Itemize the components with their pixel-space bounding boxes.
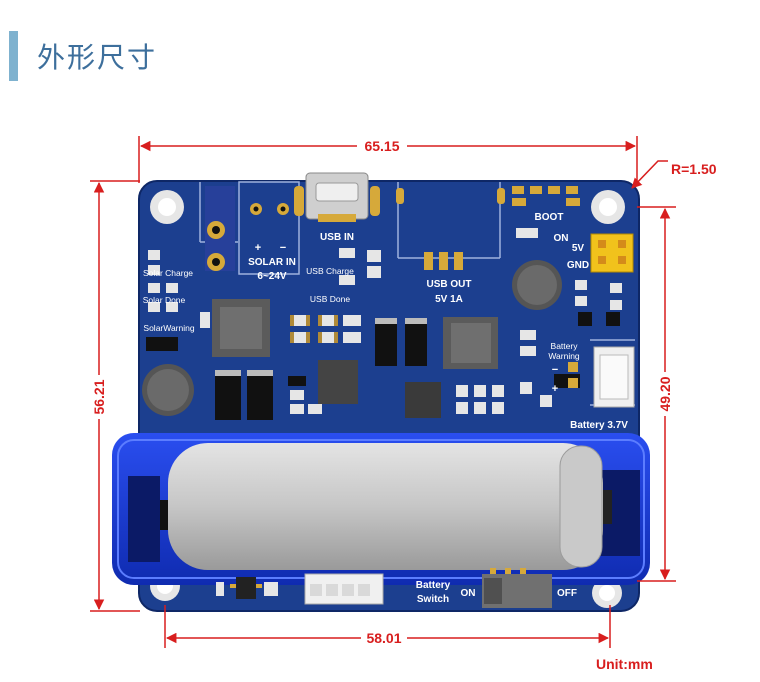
label-solar-charge: Solar Charge <box>143 268 193 278</box>
diodes <box>146 318 427 420</box>
label-plus: + <box>552 383 558 395</box>
label-5v: 5V <box>572 243 585 254</box>
smd-ends <box>290 315 338 343</box>
dim-bottom-bg <box>361 630 407 646</box>
label-boot: BOOT <box>535 212 564 223</box>
label-usb-in: USB IN <box>320 232 354 243</box>
label-battery-warning-2: Warning <box>548 351 580 361</box>
label-solar-minus: − <box>280 242 286 254</box>
usb-in-connector <box>305 172 369 222</box>
usb-in-pads <box>294 186 505 216</box>
mounting-hole-top-left <box>150 190 184 224</box>
inductor-left <box>212 299 270 357</box>
dim-left-height: 56.21 <box>91 379 107 414</box>
dim-left-bg <box>91 375 107 419</box>
capacitor-top <box>512 260 562 310</box>
label-on: ON <box>554 233 569 244</box>
dim-bottom-width: 58.01 <box>366 630 401 646</box>
small-ics <box>288 312 620 388</box>
mounting-hole-bottom-right <box>592 578 622 608</box>
label-gnd: GND <box>567 260 589 271</box>
bottom-components <box>216 573 384 605</box>
label-solar-plus: + <box>255 242 261 254</box>
power-header <box>590 233 634 273</box>
label-usb-done: USB Done <box>310 294 350 304</box>
label-switch-on: ON <box>461 588 476 599</box>
label-solar-range: 6~24V <box>257 271 287 282</box>
header-accent-bar <box>9 31 18 81</box>
label-minus: − <box>552 364 558 376</box>
mounting-hole-top-right <box>591 190 625 224</box>
capacitor-left <box>142 364 194 416</box>
dim-top-width: 65.15 <box>364 138 399 154</box>
inductor-right <box>443 317 498 369</box>
label-usb-charge: USB Charge <box>306 266 354 276</box>
dim-right-bg <box>657 372 673 416</box>
battery-switch <box>482 568 552 608</box>
diode-terminals <box>215 318 427 376</box>
ic-chip <box>318 360 441 418</box>
label-solar-in: SOLAR IN <box>248 257 296 268</box>
label-battery-switch-2: Switch <box>417 594 449 605</box>
label-battery-warning-1: Battery <box>551 341 579 351</box>
unit-label: Unit:mm <box>596 656 653 672</box>
label-battery-switch-1: Battery <box>416 580 451 591</box>
dim-top-bg <box>357 138 407 154</box>
dim-right-height: 49.20 <box>657 376 673 411</box>
battery-connector <box>568 346 635 408</box>
boot-pads <box>512 186 580 206</box>
battery-cell <box>168 443 603 570</box>
usb-out-pads <box>424 252 463 270</box>
label-switch-off: OFF <box>557 588 577 599</box>
smd-components <box>148 228 622 414</box>
label-solar-warning: SolarWarning <box>143 323 194 333</box>
label-usb-out: USB OUT <box>427 279 472 290</box>
dim-radius: R=1.50 <box>671 161 717 177</box>
label-solar-done: Solar Done <box>143 295 186 305</box>
label-usb-out-rating: 5V 1A <box>435 294 463 305</box>
label-battery-37v: Battery 3.7V <box>570 420 628 431</box>
solar-in-connector <box>205 186 289 271</box>
page-title: 外形尺寸 <box>37 41 158 74</box>
silkscreen-text: USB IN + − SOLAR IN 6~24V USB Charge USB… <box>143 212 628 605</box>
